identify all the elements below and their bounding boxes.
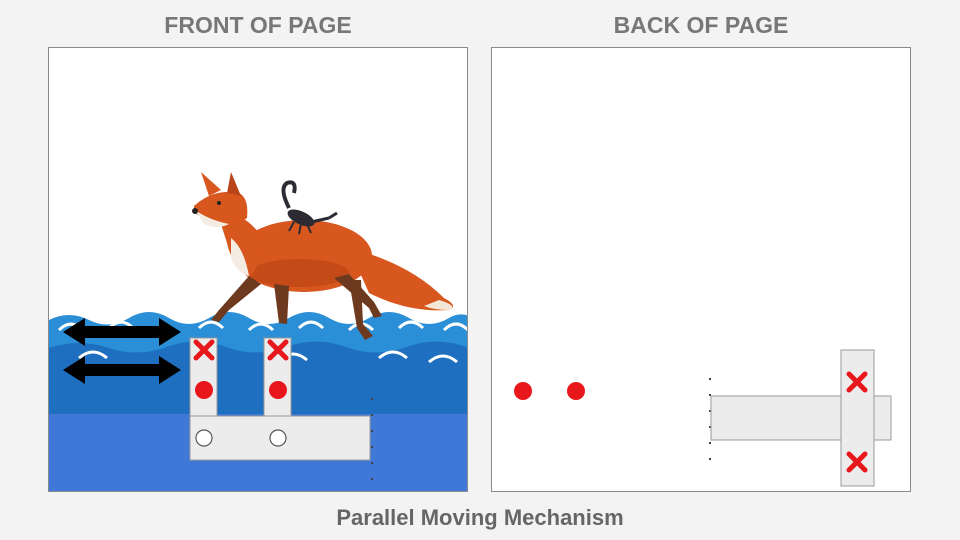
red-dot-icon <box>514 382 532 400</box>
front-scene <box>49 172 467 491</box>
hollow-circle-icon <box>195 429 213 447</box>
red-x-icon <box>846 371 868 393</box>
water-lower <box>49 341 467 414</box>
double-headed-arrow-icon <box>63 356 181 384</box>
scorpion-illustration <box>281 180 338 235</box>
front-of-page-heading: FRONT OF PAGE <box>164 12 352 38</box>
red-x-icon <box>846 451 868 473</box>
back-of-page-panel <box>491 47 911 492</box>
hollow-circle-icon <box>269 429 287 447</box>
wave-foam <box>57 320 467 364</box>
back-scene <box>514 349 892 487</box>
red-dot-icon <box>195 381 213 399</box>
diagram-caption: Parallel Moving Mechanism <box>336 505 624 530</box>
red-x-icon <box>193 339 215 361</box>
double-headed-arrow-icon <box>63 318 181 346</box>
fox-illustration <box>192 172 453 340</box>
red-x-icon <box>267 339 289 361</box>
horizontal-base-slider <box>189 415 371 461</box>
red-dot-icon <box>567 382 585 400</box>
back-of-page-heading: BACK OF PAGE <box>613 12 789 38</box>
front-of-page-panel <box>48 47 468 492</box>
red-dot-icon <box>269 381 287 399</box>
